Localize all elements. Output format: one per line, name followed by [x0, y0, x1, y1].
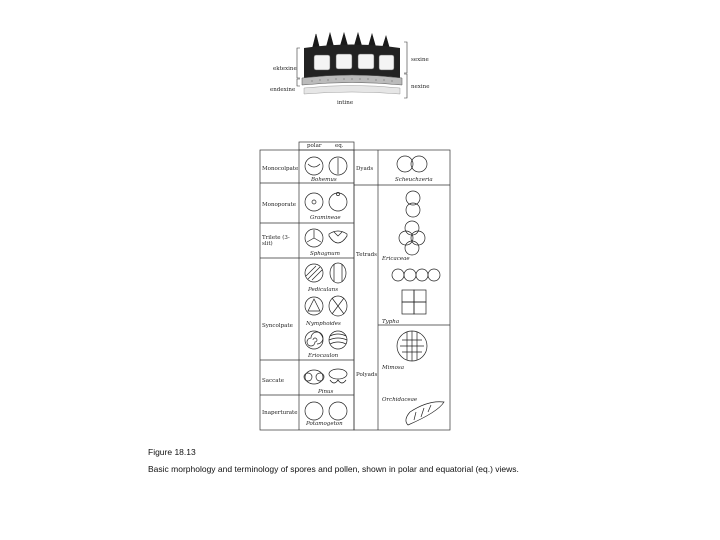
header-polar: polar	[307, 143, 322, 149]
genus-gramineae: Gramineae	[310, 215, 341, 221]
genus-pediculans: Pediculans	[308, 287, 339, 293]
label-ektexine: ektexine	[273, 66, 297, 72]
row-category-saccate: Saccate	[262, 378, 284, 384]
genus-nymphoides: Nymphoides	[306, 321, 341, 327]
row-category-monocolpate: Monocolpate	[262, 166, 299, 172]
trilete-eq-grain	[328, 230, 348, 244]
genus-mimosa: Mimosa	[382, 365, 405, 371]
table-grid	[259, 141, 451, 431]
genus-typha: Typha	[382, 319, 400, 325]
eriocaulon-eq-grain	[328, 330, 348, 350]
label-intine: intine	[337, 100, 354, 106]
tetrad-linear	[405, 190, 421, 218]
wall-structure-diagram: sexine ektexine nexine endexine intine	[262, 28, 442, 110]
label-sexine: sexine	[411, 57, 429, 63]
tetrad-tetrahedral	[398, 220, 426, 256]
row-category-syncolpate: Syncolpate	[262, 323, 293, 329]
pinus-polar-grain	[303, 369, 325, 385]
pollen-illustrations	[303, 155, 445, 426]
row-category-trilete: Trilete (3-slit)	[262, 235, 290, 247]
caption-text: Basic morphology and terminology of spor…	[148, 464, 519, 474]
header-eq: eq.	[335, 143, 344, 149]
monocolpate-eq-grain	[328, 156, 348, 176]
potamogeton-eq-grain	[328, 401, 348, 421]
nymphoides-eq-grain	[328, 295, 348, 317]
monocolpate-polar-grain	[304, 156, 324, 176]
pediculans-eq-grain	[329, 262, 347, 284]
mimosa-polyad	[396, 330, 428, 362]
nexine-band	[301, 74, 403, 86]
genus-pinus: Pinus	[318, 389, 334, 395]
monoporate-polar-grain	[304, 192, 324, 212]
scheuchzeria-dyad	[396, 155, 428, 173]
genus-sphagnum: Sphagnum	[310, 251, 340, 257]
spines	[311, 31, 391, 51]
row-category-inaperturate: Inaperturate	[262, 410, 298, 416]
pediculans-polar-grain	[304, 263, 324, 283]
potamogeton-polar-grain	[304, 401, 324, 421]
label-endexine: endexine	[270, 87, 296, 93]
trilete-polar-grain	[304, 228, 324, 248]
pollen-classification-table: polar eq. Monocolpate Monoporate Trilete…	[258, 140, 452, 432]
label-nexine: nexine	[411, 84, 430, 90]
nymphoides-polar-grain	[304, 296, 324, 316]
tetrad-row	[391, 268, 441, 282]
wall-structure-drawing	[296, 31, 408, 99]
row-category-polyads: Polyads	[356, 372, 378, 378]
figure-caption: Figure 18.13 Basic morphology and termin…	[148, 447, 568, 475]
tetrad-square	[401, 289, 427, 315]
genus-eriocaulon: Eriocaulon	[308, 353, 339, 359]
genus-orchidaceae: Orchidaceae	[382, 397, 418, 403]
orchidaceae-polyad	[405, 401, 445, 426]
monoporate-eq-grain	[328, 192, 348, 212]
genus-ericaceae: Ericaceae	[382, 256, 410, 262]
row-category-dyads: Dyads	[356, 166, 374, 172]
eriocaulon-polar-grain	[304, 330, 324, 350]
genus-potamogeton: Potamogeton	[306, 421, 343, 427]
genus-bohemus: Bohemus	[311, 177, 337, 183]
figure-number: Figure 18.13	[148, 447, 196, 457]
intine-band	[303, 85, 401, 95]
row-category-monoporate: Monoporate	[262, 202, 297, 208]
pinus-eq-grain	[328, 368, 348, 384]
genus-scheuchzeria: Scheuchzeria	[395, 177, 433, 183]
row-category-tetrads: Tetrads	[356, 252, 377, 258]
